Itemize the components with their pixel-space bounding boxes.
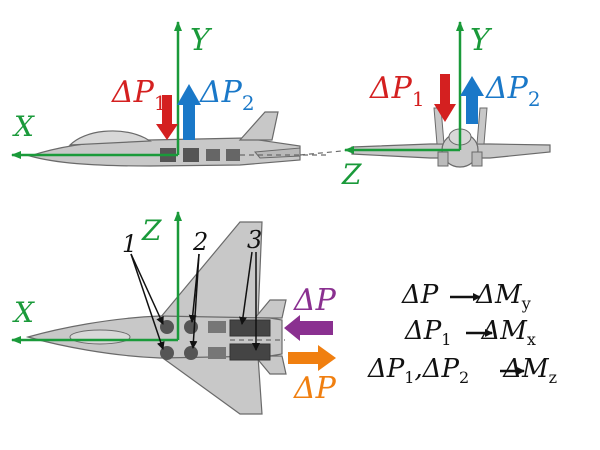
side-force-2-arrow (177, 84, 201, 140)
eq3-right-sub: z (548, 368, 558, 388)
side-engine-3 (206, 149, 220, 161)
front-force-1-label: ΔP1 (369, 71, 425, 111)
side-force-1-arrow (156, 95, 178, 140)
top-stab-upper (253, 299, 287, 319)
eq1-right: ΔM (476, 280, 522, 310)
eq3-left-b: ΔP (422, 354, 460, 384)
front-force-2-label: ΔP2 (485, 71, 541, 111)
callout-1-leader-b (130, 253, 165, 350)
callout-2-leader-b (189, 253, 200, 349)
eq2-right-sub: x (526, 330, 536, 350)
eq1-left: ΔP (402, 280, 439, 310)
side-view: X Y ΔP1 ΔP2 (11, 21, 330, 167)
equation-arrows (450, 293, 525, 375)
eq3-left-a: ΔP (368, 354, 405, 384)
thrust-top-label: ΔP (293, 283, 337, 318)
top-engine-2b (184, 346, 198, 360)
top-nozzle-lower (229, 343, 271, 361)
eq3-left-a-sub: 1 (404, 368, 415, 388)
top-canopy (69, 329, 131, 345)
side-engine-2 (183, 148, 199, 162)
front-force-2-arrow (460, 76, 484, 124)
front-view: Y Z ΔP1 ΔP2 (299, 21, 551, 191)
thrust-bottom-label: ΔP (293, 371, 337, 406)
side-force-1-label: ΔP1 (111, 75, 167, 115)
front-link-dashes (299, 149, 353, 156)
eq3-sep: , (414, 354, 423, 384)
side-x-label: X (12, 110, 35, 143)
top-engine-pod-b (208, 347, 226, 359)
top-wing-lower (158, 355, 263, 415)
side-y-label: Y (190, 23, 213, 58)
front-intake-left (437, 151, 449, 167)
thrust-bottom-arrow (288, 345, 336, 371)
callout-1-leader-a (130, 253, 164, 325)
top-engine-2a (184, 320, 198, 334)
top-z-label: Z (141, 214, 162, 247)
top-nozzle-upper (229, 319, 271, 337)
callout-1-label: 1 (122, 230, 137, 258)
front-tail-right (476, 107, 488, 145)
side-force-2-label: ΔP2 (199, 75, 255, 115)
front-force-1-arrow (434, 74, 456, 122)
eq2-left: ΔP (405, 316, 442, 346)
front-y-label: Y (470, 23, 493, 58)
eq2-right: ΔM (481, 316, 527, 346)
front-z-label: Z (341, 158, 362, 191)
thrust-top-arrow (284, 315, 333, 341)
eq1-right-sub: y (521, 294, 531, 314)
front-intake-right (471, 151, 483, 167)
side-engine-4 (226, 149, 240, 161)
top-engine-pod-a (208, 321, 226, 333)
top-x-label: X (12, 296, 35, 329)
callout-2-label: 2 (192, 228, 208, 256)
equation-1: ΔP ΔMy (402, 280, 531, 313)
callout-3-label: 3 (247, 226, 262, 254)
eq2-left-sub: 1 (441, 330, 452, 350)
callout-3-leader-a (239, 251, 253, 325)
eq3-left-b-sub: 2 (459, 368, 470, 388)
side-canopy (68, 130, 153, 146)
top-view: X Z 1 2 3 ΔP ΔP (11, 211, 337, 415)
equation-2: ΔP1 ΔMx (405, 316, 536, 349)
side-tail (238, 111, 279, 141)
eq3-right: ΔM (503, 354, 549, 384)
